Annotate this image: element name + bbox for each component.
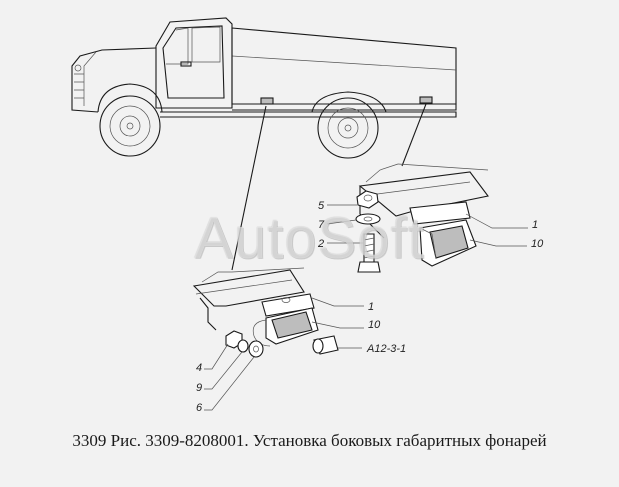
callout-1-upper: 1 (532, 219, 538, 231)
callout-5: 5 (318, 200, 325, 212)
washer-7 (355, 213, 381, 225)
nut-5 (356, 190, 379, 209)
washer-6 (248, 340, 264, 358)
side-marker-lamp-front (260, 97, 274, 105)
callout-6: 6 (196, 402, 203, 414)
callout-7: 7 (318, 219, 325, 231)
callout-2: 2 (317, 238, 324, 250)
bolt-2 (357, 233, 381, 273)
callout-4: 4 (196, 362, 202, 374)
side-marker-lamp-rear (419, 96, 433, 104)
leader-line-front (231, 105, 267, 271)
bolt-a12-3-1 (312, 335, 339, 355)
callout-9: 9 (196, 382, 202, 394)
callout-1-lower: 1 (368, 301, 374, 313)
lower-detail-view (192, 267, 339, 358)
leader-line-rear (401, 103, 427, 167)
callouts: 5 7 2 1 10 1 10 А12-3-1 4 9 6 (196, 200, 544, 414)
figure-caption: 3309 Рис. 3309-8208001. Установка боковы… (72, 431, 547, 450)
callout-10-lower: 10 (368, 319, 381, 331)
washer-9 (237, 339, 249, 353)
callout-bolt-spec: А12-3-1 (366, 343, 406, 355)
upper-detail-view (355, 163, 489, 273)
truck-illustration (71, 17, 457, 159)
callout-10-upper: 10 (531, 238, 544, 250)
